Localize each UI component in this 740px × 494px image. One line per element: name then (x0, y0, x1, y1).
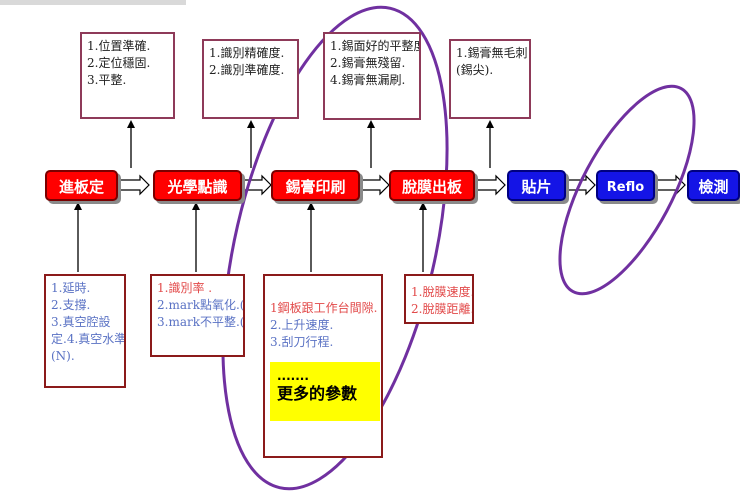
step-optical-recognition: 光學點識 (153, 170, 242, 201)
top-note-1: 1.位置準確. 2.定位穩固. 3.平整. (80, 32, 175, 119)
bottom-note-2: 1.識別率 . 2.mark點氧化.(N) 3.mark不平整.(N) (150, 274, 245, 357)
block-arrow-1 (117, 174, 150, 196)
note-line: 2.識別準確度. (209, 63, 285, 77)
emphasis-ellipse-print (221, 5, 449, 491)
note-line: 1.位置準確. (87, 39, 151, 53)
note-line: 3.平整. (87, 73, 127, 87)
top-note-3: 1.錫面好的平整度. 2.錫膏無殘留. 4.錫膏無漏刷. (323, 32, 421, 120)
note-line: 3.刮刀行程. (270, 335, 334, 349)
block-arrow-4 (474, 174, 506, 196)
bottom-note-4: 1.脫膜速度. 2.脫膜距離. (404, 274, 474, 324)
highlight-dots: ....... (277, 369, 309, 383)
note-line: 1.識別精確度. (209, 46, 285, 60)
note-line: 1.識別率 . (157, 281, 213, 295)
block-arrow-3 (359, 174, 390, 196)
note-line: 3.真空腔設 (51, 315, 111, 329)
note-line: 2.錫膏無殘留. (330, 56, 406, 70)
top-gray-bar (0, 0, 186, 5)
note-line: 1鋼板跟工作台間隙. (270, 301, 378, 315)
note-line: 1.錫膏無毛刺 (456, 46, 528, 60)
step-inspection: 檢測 (687, 170, 740, 201)
step-demold-unload: 脫膜出板 (389, 170, 475, 201)
note-line: 1.延時. (51, 281, 91, 295)
emphasis-ellipse-reflow (558, 84, 696, 296)
bottom-note-1: 1.延時. 2.支撐. 3.真空腔設 定.4.真空水準 (N). (44, 274, 126, 388)
top-note-2: 1.識別精確度. 2.識別準確度. (202, 39, 299, 119)
highlight-text: 更多的參數 (277, 384, 358, 403)
note-line: 4.錫膏無漏刷. (330, 73, 406, 87)
note-line: 2.脫膜距離. (411, 302, 474, 316)
note-line: 3.mark不平整.(N) (157, 315, 245, 329)
note-line: 2.定位穩固. (87, 56, 151, 70)
step-placement: 貼片 (507, 170, 566, 201)
note-line: 1.錫面好的平整度. (330, 39, 421, 53)
note-line: 定.4.真空水準 (51, 332, 126, 346)
note-line: (N). (51, 349, 75, 363)
note-line: 2.mark點氧化.(N) (157, 298, 245, 312)
step-solder-paste-printing: 錫膏印刷 (271, 170, 360, 201)
top-note-4: 1.錫膏無毛刺 (錫尖). (449, 39, 531, 119)
note-line: 2.上升速度. (270, 318, 334, 332)
more-parameters-highlight: ....... 更多的參數 (270, 362, 380, 421)
note-line: 1.脫膜速度. (411, 285, 474, 299)
note-line: 2.支撐. (51, 298, 91, 312)
step-reflow: Reflo (596, 170, 655, 201)
step-board-entry: 進板定 (45, 170, 118, 201)
note-line: (錫尖). (456, 63, 494, 77)
